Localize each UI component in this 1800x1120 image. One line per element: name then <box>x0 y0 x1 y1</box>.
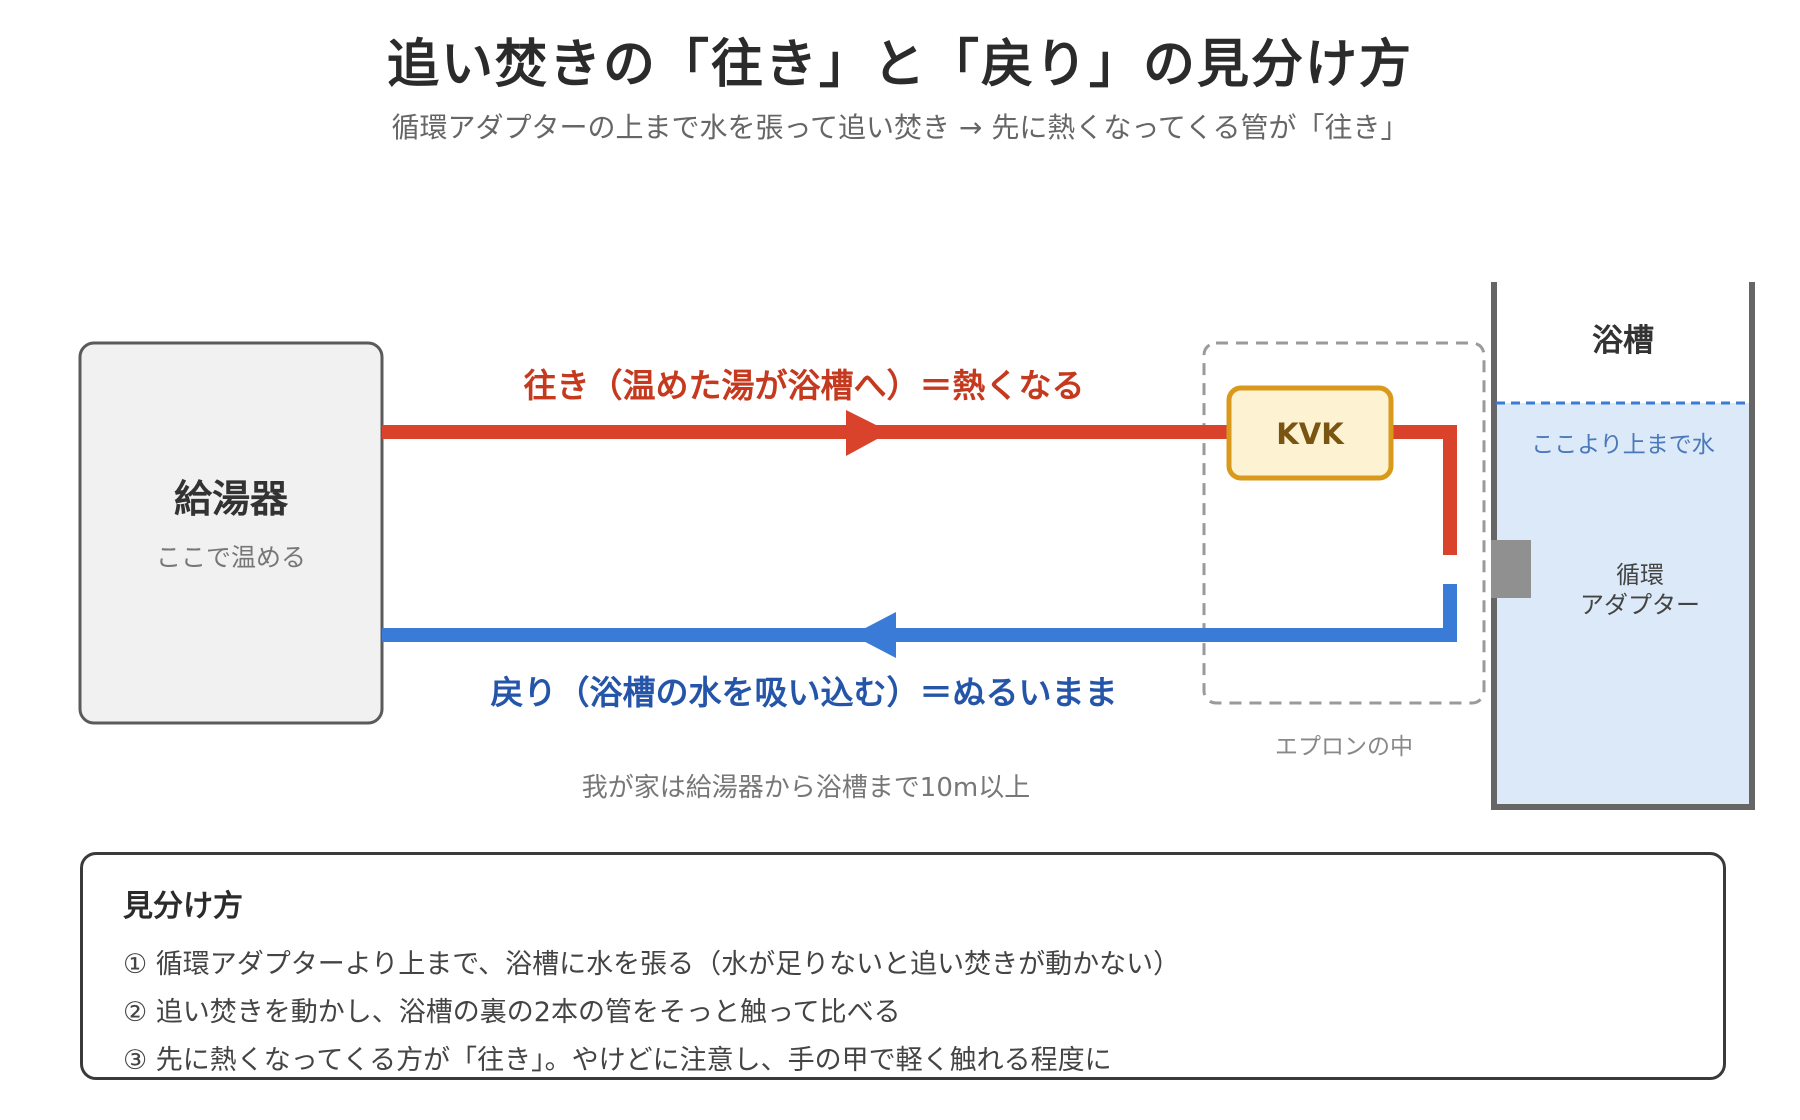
bathtub-label: 浴槽 <box>1592 323 1654 359</box>
return-pipe-line <box>382 584 1457 642</box>
return-pipe <box>382 584 1457 658</box>
return-arrow-icon <box>852 612 896 658</box>
howto-step-1: ① 循環アダプターより上まで、浴槽に水を張る（水が足りないと追い焚きが動かない） <box>123 949 1181 980</box>
pipe-diagram: 給湯器 ここで温める エプロンの中 往き（温めた湯が浴槽へ）＝熱くなる 戻り（浴… <box>78 282 1755 810</box>
outgoing-label: 往き（温めた湯が浴槽へ）＝熱くなる <box>524 366 1085 405</box>
howto-step-3: ③ 先に熱くなってくる方が「往き」。やけどに注意し、手の甲で軽く触れる程度に <box>123 1045 1112 1076</box>
howto-steps: ① 循環アダプターより上まで、浴槽に水を張る（水が足りないと追い焚きが動かない）… <box>123 941 1180 1085</box>
water-level-note: ここより上まで水 <box>1531 432 1715 458</box>
howto-step-2: ② 追い焚きを動かし、浴槽の裏の2本の管をそっと触って比べる <box>123 997 901 1028</box>
outgoing-pipe-line <box>382 425 1457 555</box>
adapter-label-line2: アダプター <box>1580 591 1700 619</box>
page-title: 追い焚きの「往き」と「戻り」の見分け方 <box>386 35 1413 95</box>
water-heater-box <box>78 341 384 725</box>
bathtub-water <box>1494 403 1752 807</box>
water-heater-label: 給湯器 <box>174 477 289 521</box>
circulation-adapter <box>1491 540 1531 598</box>
distance-note: 我が家は給湯器から浴槽まで10m以上 <box>582 773 1030 803</box>
return-label: 戻り（浴槽の水を吸い込む）＝ぬるいまま <box>491 673 1118 712</box>
adapter-label-line1: 循環 <box>1616 561 1664 589</box>
howto-heading: 見分け方 <box>123 889 243 924</box>
bathtub: 浴槽 ここより上まで水 循環 アダプター <box>1491 282 1755 810</box>
page-subtitle: 循環アダプターの上まで水を張って追い焚き → 先に熱くなってくる管が「往き」 <box>391 111 1409 144</box>
outgoing-arrow-icon <box>846 410 890 456</box>
howto-panel: 見分け方 ① 循環アダプターより上まで、浴槽に水を張る（水が足りないと追い焚きが… <box>80 852 1726 1080</box>
outgoing-pipe <box>382 410 1457 555</box>
valve: KVK <box>1226 385 1394 481</box>
apron-area <box>1202 341 1486 705</box>
apron-label: エプロンの中 <box>1275 734 1413 760</box>
valve-label: KVK <box>1276 417 1345 451</box>
water-heater: 給湯器 ここで温める <box>78 341 384 725</box>
valve-box <box>1226 385 1394 481</box>
water-heater-note: ここで温める <box>156 543 306 572</box>
